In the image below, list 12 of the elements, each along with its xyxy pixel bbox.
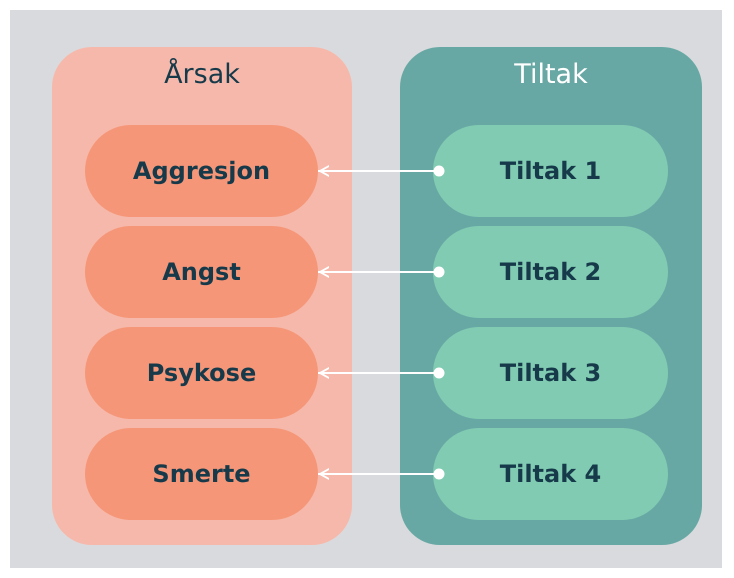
pill-label: Smerte [152,460,251,488]
panel-title: Årsak [163,59,241,90]
group-panel [400,47,702,545]
pill-label: Aggresjon [132,157,270,185]
group-panel [52,47,352,545]
pill-label: Tiltak 3 [500,359,602,387]
pill-label: Tiltak 1 [500,157,602,185]
pill-label: Tiltak 2 [500,258,602,286]
pill-label: Tiltak 4 [500,460,602,488]
panel-title: Tiltak [513,59,589,90]
pill-label: Psykose [146,359,256,387]
pill-label: Angst [162,258,241,286]
